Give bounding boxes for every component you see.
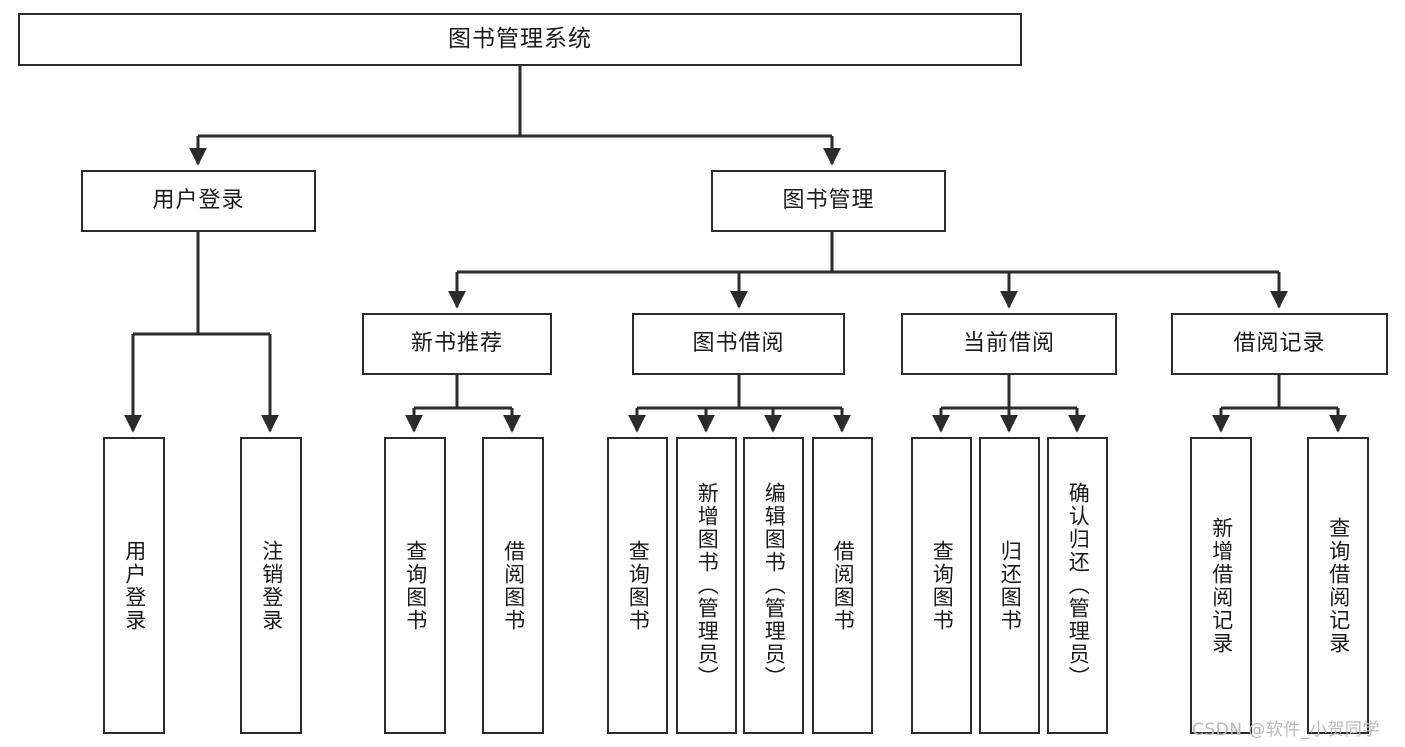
leaf-borrow-query-book[interactable]: 查询图书 [607,437,668,734]
leaf-borrow-edit-book-admin[interactable]: 编辑图书（管理员） [743,437,804,734]
leaf-current-return-book[interactable]: 归还图书 [979,437,1040,734]
leaf-label: 编辑图书（管理员） [762,482,787,689]
leaf-current-query-book[interactable]: 查询图书 [911,437,972,734]
leaf-recommend-query-book[interactable]: 查询图书 [384,437,446,734]
node-current-borrow-label: 当前借阅 [962,330,1055,356]
node-root-label: 图书管理系统 [448,25,592,52]
leaf-user-login-logout[interactable]: 注销登录 [240,437,302,734]
leaf-record-add-record[interactable]: 新增借阅记录 [1190,437,1252,734]
leaf-label: 查询图书 [626,539,651,632]
node-book-management-label: 图书管理 [782,187,875,213]
node-user-login[interactable]: 用户登录 [81,170,316,232]
leaf-current-confirm-return-admin[interactable]: 确认归还（管理员） [1047,437,1108,734]
node-book-borrow-label: 图书借阅 [692,330,785,356]
leaf-label: 查询图书 [403,539,428,632]
watermark-text: CSDN @软件_小贺同学 [1192,720,1380,740]
leaf-label: 借阅图书 [831,539,856,632]
leaf-label: 新增借阅记录 [1209,516,1234,655]
leaf-borrow-borrow-book[interactable]: 借阅图书 [812,437,873,734]
node-user-login-label: 用户登录 [152,187,245,213]
leaf-borrow-add-book-admin[interactable]: 新增图书（管理员） [676,437,737,734]
node-current-borrow[interactable]: 当前借阅 [901,313,1117,375]
leaf-record-query-record[interactable]: 查询借阅记录 [1307,437,1369,734]
leaf-label: 注销登录 [259,539,284,632]
leaf-label: 用户登录 [122,539,147,632]
leaf-user-login-login[interactable]: 用户登录 [103,437,165,734]
node-book-management[interactable]: 图书管理 [711,170,946,232]
node-borrow-record[interactable]: 借阅记录 [1171,313,1388,375]
node-root[interactable]: 图书管理系统 [18,13,1022,66]
node-new-book-recommend[interactable]: 新书推荐 [362,313,552,375]
node-borrow-record-label: 借阅记录 [1233,330,1326,356]
node-new-book-recommend-label: 新书推荐 [410,330,503,356]
leaf-label: 借阅图书 [501,539,526,632]
leaf-label: 新增图书（管理员） [695,482,720,689]
leaf-label: 确认归还（管理员） [1066,482,1091,689]
leaf-recommend-borrow-book[interactable]: 借阅图书 [482,437,544,734]
leaf-label: 查询图书 [930,539,955,632]
node-book-borrow[interactable]: 图书借阅 [632,313,845,375]
leaf-label: 归还图书 [998,539,1023,632]
leaf-label: 查询借阅记录 [1326,516,1351,655]
